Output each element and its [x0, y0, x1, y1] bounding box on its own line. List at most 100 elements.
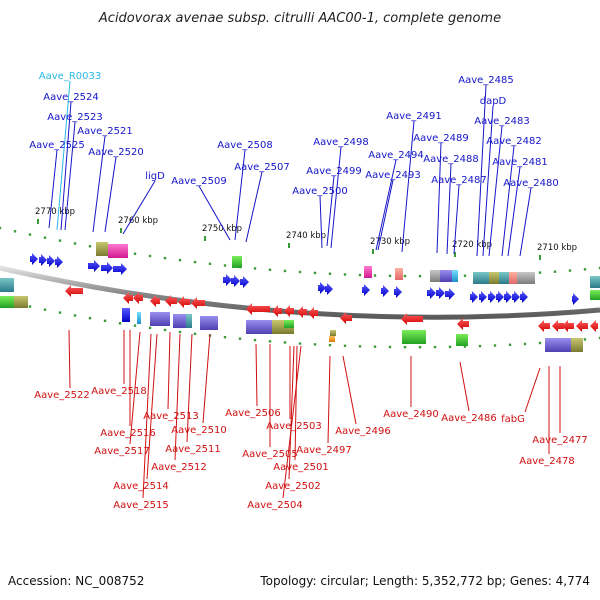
tick-mark [208, 262, 212, 266]
forward-gene-arrow [436, 287, 445, 299]
gene-label-reverse: Aave_2518 [91, 386, 147, 397]
cog-block [517, 272, 535, 284]
tick-mark [133, 324, 137, 327]
leader-line [401, 120, 415, 253]
tick-mark [178, 258, 182, 262]
tick-mark [13, 230, 17, 233]
forward-gene-arrow [113, 263, 127, 275]
gene-label-reverse: Aave_2505 [242, 449, 298, 460]
gene-label-forward: Aave_2485 [458, 75, 514, 86]
leader-line [282, 345, 302, 499]
gene-label-forward: Aave_2498 [313, 137, 369, 148]
forward-gene-arrow [223, 274, 232, 286]
tick-mark [418, 274, 422, 278]
scale-tick [539, 255, 541, 260]
tick-mark [268, 268, 272, 271]
reverse-strand-genes [65, 285, 598, 332]
cog-block [571, 338, 583, 352]
leader-line [64, 121, 76, 231]
forward-gene-arrow [231, 275, 240, 287]
cog-block [173, 314, 187, 328]
reverse-gene-arrow [538, 320, 550, 332]
cog-block [364, 266, 372, 278]
gene-label-reverse: Aave_2513 [143, 411, 199, 422]
tick-mark [253, 338, 257, 342]
cog-block [186, 314, 192, 328]
cog-block [200, 316, 218, 330]
gene-label-reverse: Aave_2510 [171, 425, 227, 436]
cog-block [0, 278, 14, 292]
leader-line [202, 333, 211, 424]
leader-line [104, 156, 117, 233]
leader-line [327, 355, 331, 444]
tick-mark [28, 305, 32, 308]
leader-line [488, 125, 503, 257]
tick-mark [73, 242, 77, 245]
gene-label-forward: Aave_2520 [88, 147, 144, 158]
tick-mark [178, 330, 182, 334]
scale-tick [288, 243, 290, 248]
leader-line [446, 163, 452, 255]
forward-gene-arrow [318, 282, 326, 294]
tick-mark [223, 336, 227, 339]
forward-gene-arrow [362, 284, 370, 296]
forward-gene-arrow [470, 291, 478, 303]
tick-mark [163, 256, 167, 260]
gene-label-reverse: Aave_2486 [441, 413, 497, 424]
cog-block [509, 272, 517, 284]
tick-mark [343, 344, 347, 347]
forward-gene-arrow [47, 255, 55, 267]
tick-mark [343, 273, 347, 276]
leader-line [482, 105, 494, 257]
gene-label-forward: dapD [480, 96, 507, 107]
forward-gene-arrow [479, 291, 487, 303]
tick-mark [148, 254, 152, 258]
tick-mark [328, 272, 332, 275]
scale-label: 2730 kbp [370, 237, 410, 247]
scale-label: 2720 kbp [452, 240, 492, 250]
tick-mark [223, 264, 227, 267]
gene-label-reverse: fabG [501, 414, 525, 425]
reverse-gene-arrow [191, 297, 205, 309]
tick-mark [43, 236, 47, 239]
gene-label-forward: Aave_2481 [492, 157, 548, 168]
reverse-gene-arrow [65, 285, 83, 297]
gene-label-forward: Aave_2493 [365, 170, 421, 181]
tick-mark [163, 328, 167, 332]
tick-mark [448, 345, 452, 349]
leader-line [234, 149, 246, 241]
gene-label-reverse: Aave_2512 [151, 462, 207, 473]
leader-line [377, 179, 394, 251]
reverse-gene-arrow [123, 292, 133, 304]
tick-mark [298, 270, 302, 274]
gene-label-forward: Aave_2508 [217, 140, 273, 151]
gene-label-reverse: Aave_2514 [113, 481, 169, 492]
scale-label: 2760 kbp [118, 216, 158, 226]
cog-block [402, 330, 426, 344]
cog-block [499, 272, 509, 284]
forward-gene-arrow [488, 291, 496, 303]
tick-mark [463, 345, 467, 348]
gene-label-forward: Aave_2494 [368, 150, 424, 161]
forward-gene-arrow [88, 260, 100, 272]
forward-gene-arrow [30, 253, 38, 265]
tick-mark [73, 314, 77, 317]
cog-block [246, 320, 272, 334]
gene-label-forward: Aave_2488 [423, 154, 479, 165]
tick-mark [268, 340, 272, 343]
cog-block [590, 276, 600, 288]
gene-label-forward: Aave_2500 [292, 186, 348, 197]
tick-mark [403, 274, 407, 278]
tick-mark [568, 269, 572, 272]
cog-block [430, 270, 440, 282]
gene-label-forward: Aave_2509 [171, 176, 227, 187]
gene-label-reverse: Aave_2506 [225, 408, 281, 419]
leader-line [453, 184, 460, 255]
scale-tick [372, 249, 374, 254]
gene-label-forward: Aave_2489 [413, 133, 469, 144]
reverse-gene-arrow [178, 296, 190, 308]
gene-label-forward: Aave_2523 [47, 112, 103, 123]
forward-gene-arrow [504, 291, 512, 303]
